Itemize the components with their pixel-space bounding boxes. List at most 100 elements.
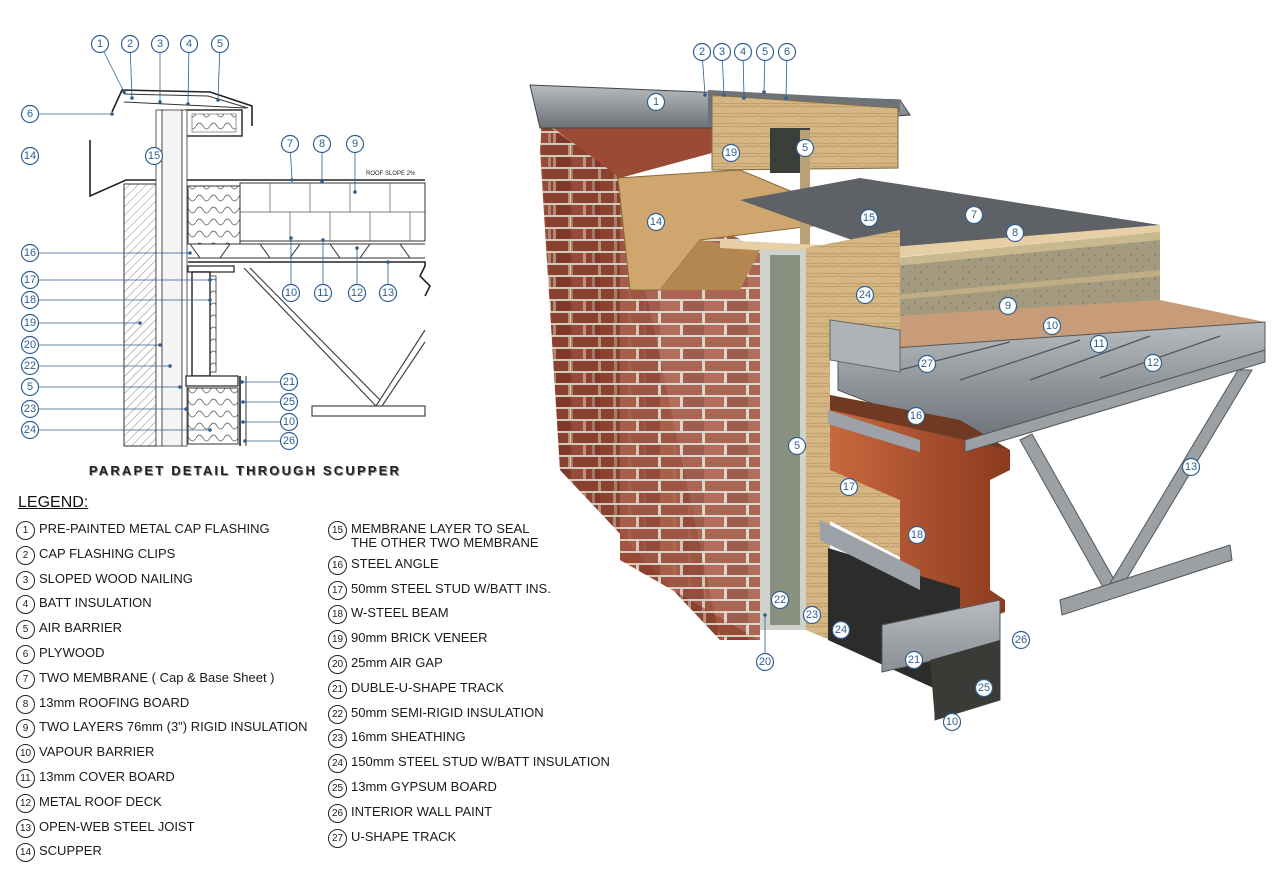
w-beam-section xyxy=(191,271,211,377)
callout-number: 1 xyxy=(653,96,659,108)
callout-number: 16 xyxy=(24,247,36,259)
callout-dot xyxy=(240,380,244,384)
legend-label: 25mm AIR GAP xyxy=(351,654,443,670)
legend-number: 5 xyxy=(16,620,35,640)
callout-number: 18 xyxy=(911,529,923,541)
callout-circle xyxy=(20,146,40,166)
callout-circle xyxy=(839,477,859,497)
callout-number: 14 xyxy=(650,216,662,228)
callout-dot xyxy=(130,96,134,100)
legend-label: PRE-PAINTED METAL CAP FLASHING xyxy=(39,521,270,536)
legend-number: 21 xyxy=(328,679,347,699)
callout-circle xyxy=(1143,353,1163,373)
callout-number: 21 xyxy=(908,654,920,666)
callout-dot xyxy=(186,102,190,106)
callout-number: 26 xyxy=(283,435,295,447)
callout-dot xyxy=(703,93,707,97)
callout-number: 24 xyxy=(859,289,871,301)
callout-number: 24 xyxy=(835,624,847,636)
callout-circle xyxy=(120,34,140,54)
callout-number: 10 xyxy=(1046,320,1058,332)
callout-circle xyxy=(1181,457,1201,477)
callout-circle xyxy=(692,42,712,62)
callout-dot xyxy=(290,178,294,182)
legend-item: 1 PRE-PAINTED METAL CAP FLASHING xyxy=(16,521,308,540)
callout-number: 17 xyxy=(24,274,36,286)
callout-circle xyxy=(279,392,299,412)
callout-dot xyxy=(208,298,212,302)
callout-circle xyxy=(795,138,815,158)
callout-number: 11 xyxy=(1093,338,1104,350)
callout-leader xyxy=(217,43,221,101)
callout-circle xyxy=(831,620,851,640)
callout-number: 24 xyxy=(24,424,36,436)
callout-circle xyxy=(646,212,666,232)
callout-number: 6 xyxy=(27,108,33,120)
callout-circle xyxy=(210,34,230,54)
legend-number: 1 xyxy=(16,521,35,540)
callout-number: 17 xyxy=(843,481,855,493)
callout-circle xyxy=(1011,630,1031,650)
callout-circle xyxy=(998,296,1018,316)
callout-circle xyxy=(20,270,40,290)
callout-number: 25 xyxy=(978,682,990,694)
metal-deck-section xyxy=(188,243,425,259)
callout-dot xyxy=(355,246,359,250)
callout-number: 7 xyxy=(287,138,293,150)
callout-number: 12 xyxy=(1147,357,1159,369)
legend-number: 10 xyxy=(16,744,35,764)
legend-number: 22 xyxy=(328,704,347,724)
callout-circle xyxy=(1089,334,1109,354)
callout-number: 19 xyxy=(24,317,36,329)
callout-circle xyxy=(906,406,926,426)
legend-number: 18 xyxy=(328,605,347,625)
legend-label: METAL ROOF DECK xyxy=(39,793,162,809)
callout-circle xyxy=(974,678,994,698)
callout-circle xyxy=(20,335,40,355)
callout-number: 23 xyxy=(24,403,36,415)
legend-number: 14 xyxy=(16,843,35,863)
callout-circle xyxy=(646,92,666,112)
callout-circle xyxy=(378,283,398,303)
callout-circle xyxy=(777,42,797,62)
callout-number: 20 xyxy=(24,339,36,351)
callout-number: 5 xyxy=(217,38,223,50)
legend-label: 50mm SEMI-RIGID INSULATION xyxy=(351,704,544,720)
callout-number: 13 xyxy=(1185,461,1197,473)
callout-circle xyxy=(90,34,110,54)
legend-label: VAPOUR BARRIER xyxy=(39,744,155,760)
open-web-joist-section xyxy=(243,267,426,417)
callout-circle xyxy=(279,372,299,392)
callout-circle xyxy=(279,412,299,432)
callout-circle xyxy=(904,650,924,670)
legend-number: 8 xyxy=(16,694,35,714)
callout-dot xyxy=(178,385,182,389)
callout-dot xyxy=(138,321,142,325)
callout-dot xyxy=(722,93,726,97)
callout-number: 3 xyxy=(157,38,163,50)
callout-dot xyxy=(158,100,162,104)
callout-circle xyxy=(855,285,875,305)
callout-dot xyxy=(184,407,188,411)
legend-number: 20 xyxy=(328,654,347,674)
callout-number: 22 xyxy=(24,360,36,372)
open-web-steel-joist-3d xyxy=(964,349,1266,616)
callout-circle xyxy=(802,605,822,625)
drawing-canvas: ROOF SLOPE 2% xyxy=(20,34,1266,732)
roof-slope-note: ROOF SLOPE 2% xyxy=(366,171,416,177)
legend-label: 16mm SHEATHING xyxy=(351,729,466,745)
callout-circle xyxy=(20,420,40,440)
